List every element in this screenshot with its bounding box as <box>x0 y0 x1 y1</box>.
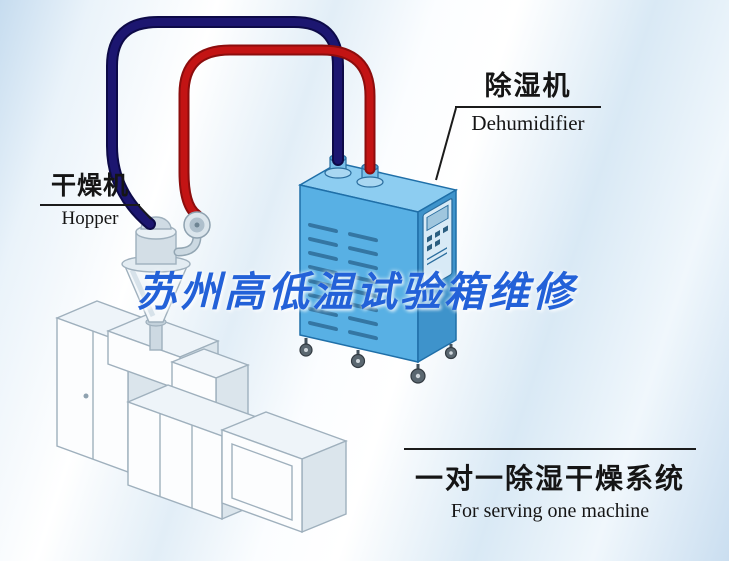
blower-hub <box>194 222 200 228</box>
caster-wheel <box>444 344 458 360</box>
caster-wheels <box>299 338 458 384</box>
dehumidifier-control-panel <box>422 198 453 291</box>
hopper-label-cn: 干燥机 <box>40 170 140 206</box>
pointer-line-dehumidifier <box>435 107 457 181</box>
panel-button <box>443 225 448 234</box>
dehumidifier-vents <box>308 222 378 341</box>
hopper-label: 干燥机 Hopper <box>40 170 140 230</box>
dehumidifier-label: 除湿机 Dehumidifier <box>455 68 601 136</box>
cabinet-door-handle <box>83 393 89 399</box>
dehumidifier-label-en: Dehumidifier <box>471 111 585 135</box>
panel-display <box>426 204 449 232</box>
caster-wheel <box>299 338 313 357</box>
extruder-machine <box>55 300 348 534</box>
supply-pipe <box>180 46 374 219</box>
pipes <box>106 16 376 230</box>
dehumidifier-label-cn: 除湿机 <box>455 68 601 108</box>
hopper-blower <box>173 211 211 257</box>
panel-slot <box>427 252 447 266</box>
panel-button <box>435 229 440 238</box>
caster-wheel <box>350 350 366 369</box>
extruder-end-box-front <box>221 429 303 533</box>
watermark-text: 苏州高低温试验箱维修 <box>136 269 576 315</box>
return-pipe <box>108 18 342 228</box>
pointer-line-hopper <box>138 205 152 220</box>
panel-button <box>435 238 440 247</box>
system-label: 一对一除湿干燥系统 For serving one machine <box>404 448 696 523</box>
hopper-dryer <box>121 216 191 351</box>
extruder-body-front <box>127 401 223 520</box>
caster-wheel <box>410 364 426 384</box>
panel-button <box>427 234 432 243</box>
hopper-label-en: Hopper <box>61 208 119 229</box>
end-box-panel <box>231 442 293 522</box>
hopper-cone-shading <box>129 268 156 318</box>
system-label-en: For serving one machine <box>450 500 650 522</box>
panel-slot <box>427 247 447 261</box>
system-label-cn: 一对一除湿干燥系统 <box>414 463 685 494</box>
pointer-lines <box>138 107 457 220</box>
panel-button <box>427 243 432 252</box>
